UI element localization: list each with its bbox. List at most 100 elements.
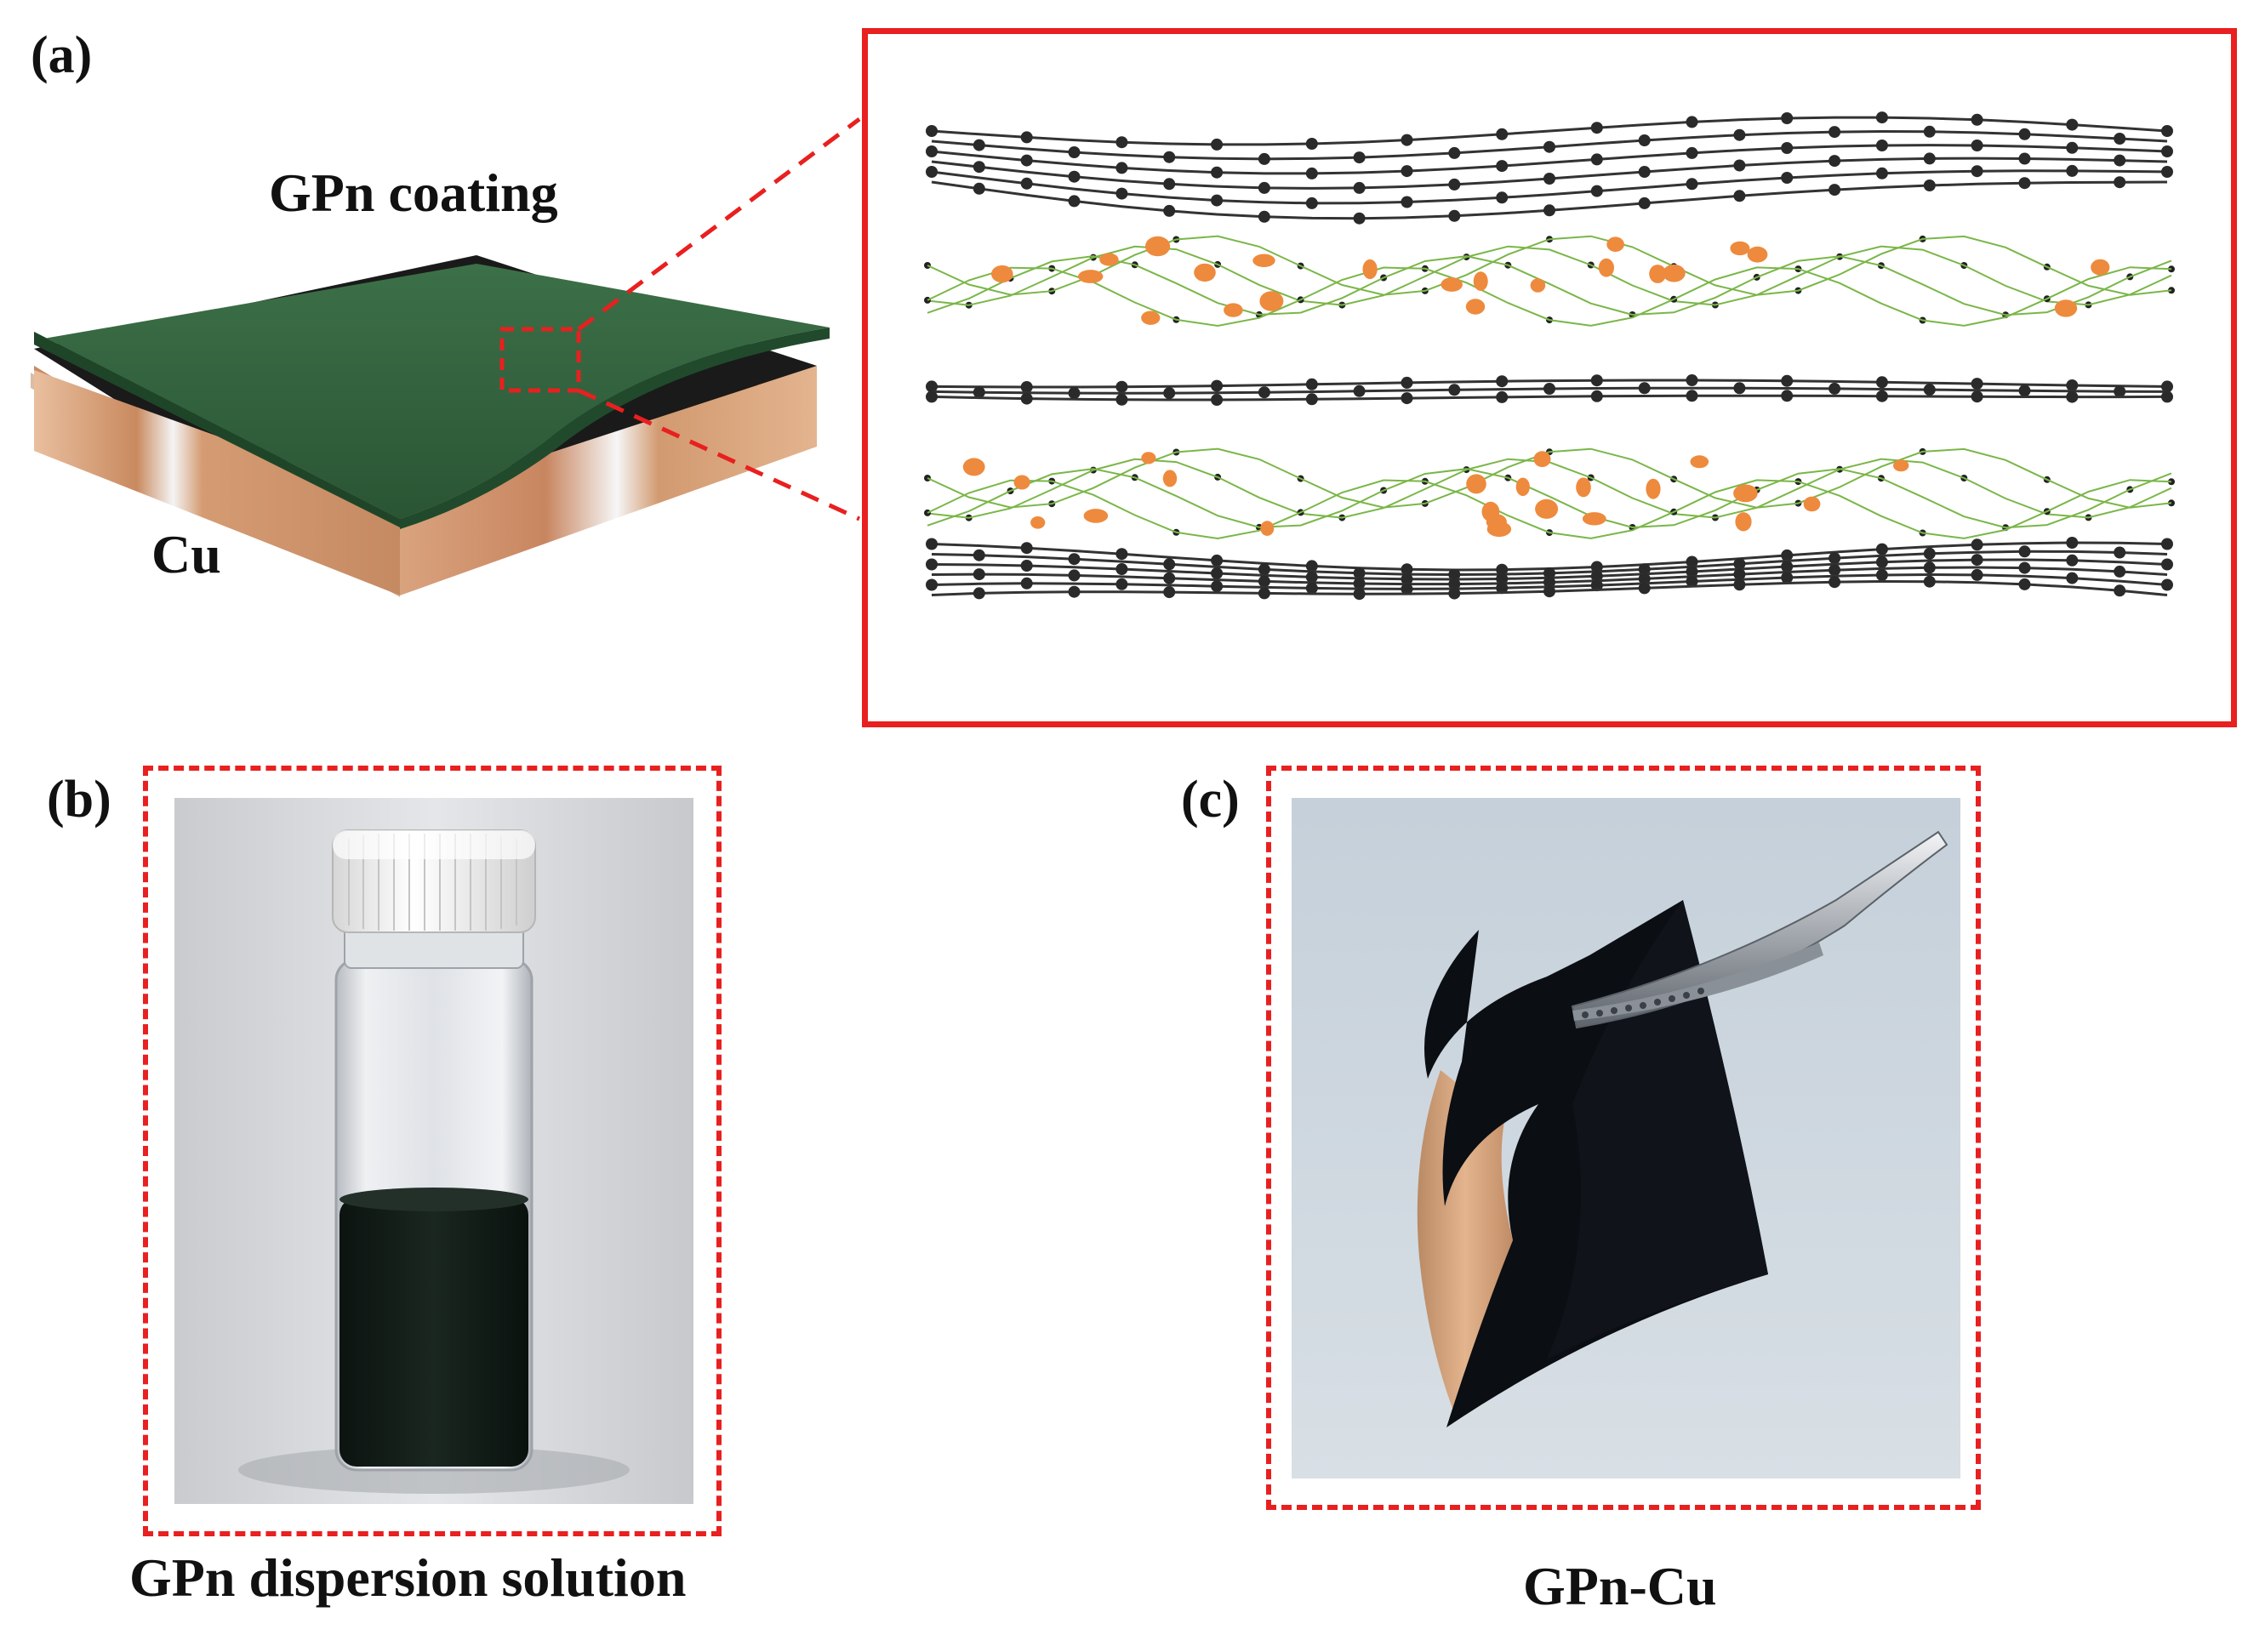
graphene-atom xyxy=(1258,152,1270,165)
graphene-atom xyxy=(1163,558,1176,571)
graphene-atom xyxy=(1448,568,1461,581)
graphene-atom xyxy=(1353,181,1366,194)
graphene-atom xyxy=(1115,136,1128,149)
nanoparticle xyxy=(1259,291,1284,311)
graphene-atom xyxy=(1020,577,1033,590)
graphene-atom xyxy=(1068,387,1081,400)
graphene-atom xyxy=(1733,128,1746,141)
graphene-atom xyxy=(1590,570,1603,583)
graphene-atom xyxy=(2018,578,2031,590)
graphene-atom xyxy=(1781,572,1794,584)
nanoparticle xyxy=(1466,474,1486,494)
graphene-atom xyxy=(1543,204,1555,217)
graphene-atom xyxy=(1353,567,1366,579)
graphene-atom xyxy=(2161,166,2173,178)
graphene-atom xyxy=(1305,138,1318,150)
graphene-atom xyxy=(1211,580,1224,593)
graphene-atom xyxy=(2114,584,2126,597)
nanoparticle xyxy=(1099,253,1119,266)
graphene-atom xyxy=(1401,392,1413,405)
graphene-atom xyxy=(1305,560,1318,573)
graphene-atom xyxy=(1638,573,1651,585)
graphene-atom xyxy=(1353,588,1366,601)
graphene-atom xyxy=(1829,552,1841,565)
graphene-atom xyxy=(1829,564,1841,577)
graphene-atom xyxy=(973,386,985,399)
vial-photo xyxy=(174,798,693,1504)
panel-b-frame xyxy=(143,766,722,1536)
graphene-atom xyxy=(2066,390,2079,403)
graphene-atom xyxy=(1923,152,1936,165)
graphene-atom xyxy=(1496,582,1509,595)
graphene-atom xyxy=(1163,204,1176,217)
graphene-atom xyxy=(2161,578,2173,591)
nanoparticle xyxy=(1598,258,1614,277)
graphene-atom xyxy=(2114,133,2126,145)
graphene-atom xyxy=(926,390,938,403)
graphene-sheet-line xyxy=(931,394,2168,402)
graphene-atom xyxy=(2161,558,2173,571)
graphene-atom xyxy=(926,578,938,591)
graphene-atom xyxy=(2018,561,2031,574)
panel-c-label: (c) xyxy=(1181,771,1240,829)
graphene-atom xyxy=(1923,179,1936,191)
graphene-atom xyxy=(1115,393,1128,406)
graphene-atom xyxy=(1923,125,1936,138)
graphene-atom xyxy=(1163,178,1176,191)
graphene-atom xyxy=(1305,197,1318,209)
graphene-atom xyxy=(2114,176,2126,189)
graphene-atom xyxy=(1875,167,1888,179)
graphene-atom xyxy=(2018,152,2031,165)
nanoparticle xyxy=(1733,484,1758,503)
graphene-sheet-line xyxy=(931,379,2168,389)
linker-chain xyxy=(927,479,2172,540)
nanoparticle xyxy=(1730,241,1750,256)
nanoparticle xyxy=(1530,278,1546,293)
nanoparticle xyxy=(1486,521,1512,538)
nanoparticle xyxy=(1141,310,1161,325)
graphene-atom xyxy=(1258,575,1270,588)
nanoparticle xyxy=(1141,452,1156,464)
linker-chain xyxy=(927,468,2172,529)
graphene-atom xyxy=(1543,576,1555,589)
nanoparticle xyxy=(1606,236,1624,252)
graphene-atom xyxy=(2161,125,2173,137)
dispersion-liquid xyxy=(339,1198,528,1467)
graphene-atom xyxy=(1020,177,1033,190)
graphene-atom xyxy=(1733,568,1746,581)
graphene-atom xyxy=(1686,390,1698,402)
nanoparticle xyxy=(1893,459,1909,472)
graphene-atom xyxy=(1590,390,1603,402)
nanoparticle xyxy=(1224,303,1243,317)
copper-edge-right xyxy=(400,366,817,595)
graphene-atom xyxy=(1068,146,1081,158)
graphene-atom xyxy=(1496,573,1509,585)
graphene-atom xyxy=(1733,578,1746,591)
graphene-atom xyxy=(1353,212,1366,225)
graphene-atom xyxy=(1543,173,1555,185)
nanoparticle xyxy=(1473,271,1488,291)
nanoparticle xyxy=(1481,501,1500,522)
graphene-atom xyxy=(1115,380,1128,393)
graphene-atom xyxy=(1686,555,1698,568)
graphene-sheet-line xyxy=(931,144,2168,175)
graphene-atom xyxy=(1020,392,1033,405)
graphene-atom xyxy=(1923,575,1936,588)
graphene-atom xyxy=(1733,159,1746,172)
graphene-atom xyxy=(2114,385,2126,398)
graphene-atom xyxy=(1686,374,1698,386)
graphene-atom xyxy=(1733,382,1746,395)
graphene-atom xyxy=(2066,572,2079,584)
graphene-atom xyxy=(1496,160,1509,173)
graphene-atom xyxy=(1020,154,1033,167)
graphene-atom xyxy=(1875,543,1888,555)
graphene-atom xyxy=(973,161,985,174)
nanoparticle xyxy=(1535,498,1559,519)
graphene-atom xyxy=(1068,170,1081,183)
nanoparticle xyxy=(2054,299,2078,317)
graphene-atom xyxy=(1401,583,1413,595)
nanoparticle xyxy=(1747,246,1768,263)
graphene-atom xyxy=(2161,390,2173,403)
graphene-atom xyxy=(1829,155,1841,168)
graphene-atom xyxy=(926,380,938,393)
